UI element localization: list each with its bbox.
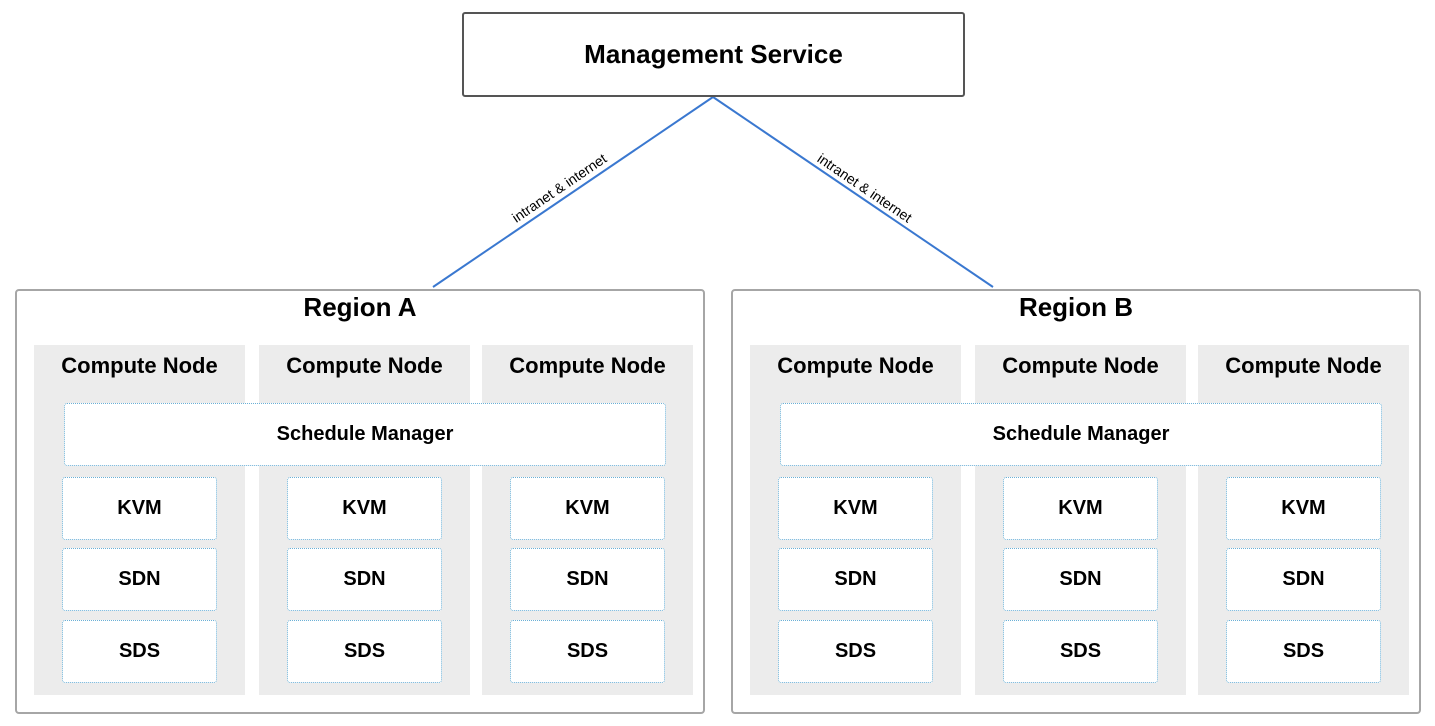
region-b-node-3-sdn: SDN — [1226, 548, 1381, 611]
link-line-region-a — [432, 96, 714, 288]
component-label: SDN — [343, 568, 386, 590]
region-a-node-2-title: Compute Node — [286, 353, 443, 378]
component-label: SDN — [1059, 568, 1102, 590]
component-label: KVM — [833, 497, 878, 519]
management-service-box: Management Service — [462, 12, 965, 97]
region-b-node-1-kvm: KVM — [778, 477, 933, 540]
region-b-node-1-title: Compute Node — [777, 353, 934, 378]
region-a-node-3-sds: SDS — [510, 620, 665, 683]
region-a-node-3-title: Compute Node — [509, 353, 666, 378]
region-b-schedule-manager: Schedule Manager — [780, 403, 1382, 466]
region-b-node-3-title: Compute Node — [1225, 353, 1382, 378]
region-b-node-2-sdn: SDN — [1003, 548, 1158, 611]
region-a-schedule-manager-label: Schedule Manager — [276, 423, 454, 445]
component-label: SDN — [118, 568, 161, 590]
region-b-node-2-kvm: KVM — [1003, 477, 1158, 540]
link-label-region-b: intranet & internet — [815, 150, 915, 225]
region-b-node-2-sds: SDS — [1003, 620, 1158, 683]
component-label: SDN — [834, 568, 877, 590]
region-b-title: Region B — [1018, 292, 1134, 322]
region-b-node-3-sds: SDS — [1226, 620, 1381, 683]
region-b-node-2-title: Compute Node — [1002, 353, 1159, 378]
region-a-title: Region A — [303, 292, 417, 322]
region-a-node-3-kvm: KVM — [510, 477, 665, 540]
region-a-node-2-kvm: KVM — [287, 477, 442, 540]
link-line-region-b — [712, 96, 994, 288]
component-label: SDS — [566, 640, 609, 662]
region-a-node-1-sds: SDS — [62, 620, 217, 683]
region-b-schedule-manager-label: Schedule Manager — [992, 423, 1170, 445]
component-label: KVM — [565, 497, 610, 519]
component-label: KVM — [1281, 497, 1326, 519]
component-label: SDN — [1282, 568, 1325, 590]
component-label: SDS — [834, 640, 877, 662]
region-a-schedule-manager: Schedule Manager — [64, 403, 666, 466]
component-label: SDS — [1059, 640, 1102, 662]
region-a-node-1-sdn: SDN — [62, 548, 217, 611]
management-service-label: Management Service — [584, 39, 843, 69]
region-b-node-3-kvm: KVM — [1226, 477, 1381, 540]
region-a-node-2-sds: SDS — [287, 620, 442, 683]
component-label: SDS — [1282, 640, 1325, 662]
region-a-node-3-sdn: SDN — [510, 548, 665, 611]
region-a-node-1-title: Compute Node — [61, 353, 218, 378]
link-label-region-a: intranet & internet — [509, 150, 609, 225]
component-label: KVM — [117, 497, 162, 519]
region-a-node-2-sdn: SDN — [287, 548, 442, 611]
component-label: KVM — [342, 497, 387, 519]
component-label: SDN — [566, 568, 609, 590]
region-a-node-1-kvm: KVM — [62, 477, 217, 540]
component-label: SDS — [118, 640, 161, 662]
component-label: SDS — [343, 640, 386, 662]
region-b-node-1-sds: SDS — [778, 620, 933, 683]
region-b-node-1-sdn: SDN — [778, 548, 933, 611]
component-label: KVM — [1058, 497, 1103, 519]
